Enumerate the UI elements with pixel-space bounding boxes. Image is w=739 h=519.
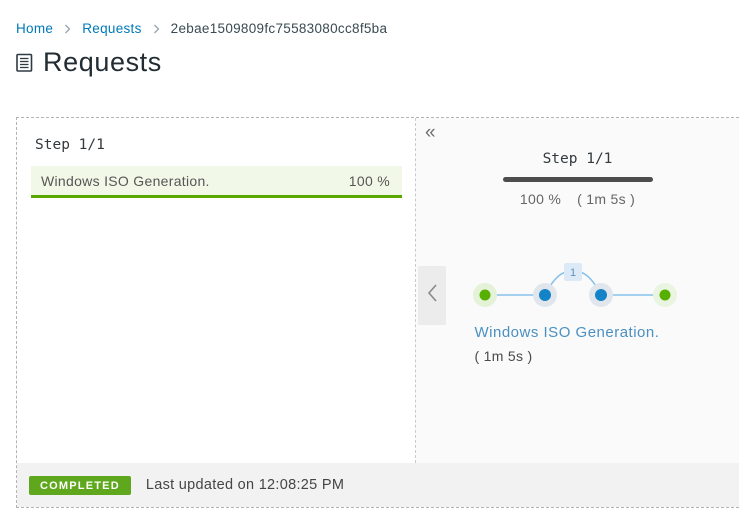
chevron-right-icon (64, 24, 71, 34)
timeline-node-start[interactable] (472, 283, 497, 307)
breadcrumb: Home Requests 2ebae1509809fc75583080cc8f… (16, 21, 739, 36)
step-heading: Step 1/1 (35, 137, 105, 153)
status-bar: COMPLETED Last updated on 12:08:25 PM (17, 463, 739, 507)
step-stats: 100 % ( 1m 5s ) (416, 191, 739, 207)
step-task-row[interactable]: Windows ISO Generation. 100 % (31, 166, 402, 198)
breadcrumb-request-id: 2ebae1509809fc75583080cc8f5ba (170, 21, 388, 36)
step-summary-heading: Step 1/1 (542, 151, 613, 167)
panel-collapse-handle[interactable] (418, 266, 446, 325)
timeline-task-duration: ( 1m 5s ) (474, 348, 533, 364)
status-message: Last updated on 12:08:25 PM (145, 477, 345, 493)
request-details-container: Step 1/1 Windows ISO Generation. 100 % «… (16, 117, 739, 508)
timeline-step-badge-count: 1 (569, 267, 575, 279)
steps-list-panel: Step 1/1 Windows ISO Generation. 100 % (17, 118, 416, 463)
step-detail-panel: « Step 1/1 100 % ( 1m 5s ) (416, 118, 739, 463)
step-duration: ( 1m 5s ) (577, 191, 636, 207)
timeline-node-finish[interactable] (652, 283, 677, 307)
step-progress-bar (502, 177, 653, 182)
requests-list-icon (15, 52, 34, 73)
chevron-left-icon (427, 283, 438, 308)
double-chevron-left-icon: « (425, 122, 436, 143)
step-progress-percent: 100 % (519, 191, 562, 207)
breadcrumb-home-link[interactable]: Home (16, 21, 54, 36)
step-task-progress: 100 % (348, 173, 390, 189)
timeline-node-step-begin[interactable] (532, 283, 557, 307)
breadcrumb-requests-link[interactable]: Requests (82, 21, 142, 36)
step-task-name: Windows ISO Generation. (41, 173, 210, 189)
page-title: Requests (15, 47, 739, 78)
page-title-text: Requests (43, 47, 162, 77)
collapse-panel-button[interactable]: « (425, 123, 436, 142)
step-summary: Step 1/1 100 % ( 1m 5s ) (416, 151, 739, 207)
step-timeline: 1 (416, 259, 739, 309)
timeline-task-label: Windows ISO Generation. ( 1m 5s ) (475, 324, 681, 364)
timeline-step-badge: 1 (563, 263, 582, 281)
chevron-right-icon (153, 24, 160, 34)
status-badge: COMPLETED (29, 475, 131, 495)
timeline-node-step-end[interactable] (588, 283, 613, 307)
content-row: Step 1/1 Windows ISO Generation. 100 % «… (17, 118, 739, 463)
timeline-graphic: 1 (472, 263, 677, 307)
timeline-task-name-link[interactable]: Windows ISO Generation. (474, 324, 660, 341)
